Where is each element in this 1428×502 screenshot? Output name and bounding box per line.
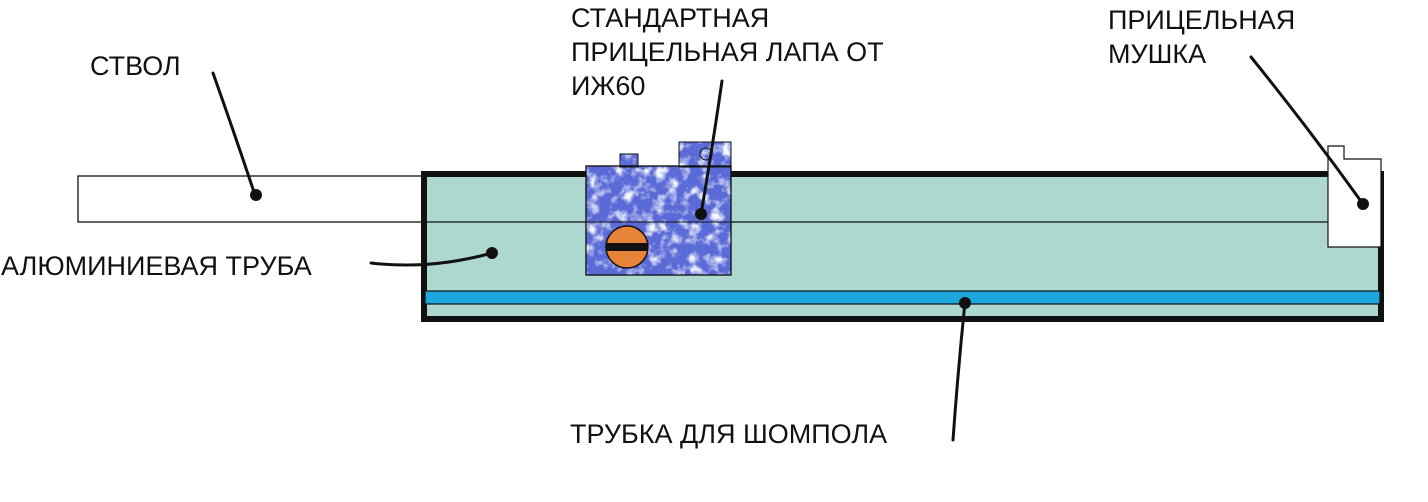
dot-aluminum-tube	[486, 247, 498, 259]
leader-dots	[250, 189, 1369, 309]
dot-barrel	[250, 189, 262, 201]
label-sight-mount-line1: СТАНДАРТНАЯ	[571, 3, 769, 33]
leader-aluminum-tube	[369, 251, 494, 267]
leader-barrel	[211, 71, 257, 197]
dot-sight-mount	[695, 208, 707, 220]
label-ramrod-tube: ТРУБКА ДЛЯ ШОМПОЛА	[570, 419, 887, 449]
label-sight-mount-line2: ПРИЦЕЛЬНАЯ ЛАПА ОТ	[571, 37, 884, 67]
leader-lines	[211, 55, 1365, 442]
label-front-sight-line1: ПРИЦЕЛЬНАЯ	[1108, 5, 1295, 35]
label-aluminum-tube: АЛЮМИНИЕВАЯ ТРУБА	[1, 251, 312, 281]
label-front-sight-line2: МУШКА	[1108, 39, 1206, 69]
dot-front-sight	[1357, 198, 1369, 210]
dot-ramrod-tube	[959, 297, 971, 309]
ramrod-tube	[424, 290, 1381, 305]
front-sight	[1327, 145, 1382, 248]
leader-front-sight	[1249, 55, 1365, 206]
mount-screw	[605, 225, 649, 269]
label-barrel: СТВОЛ	[90, 51, 181, 81]
label-sight-mount-line3: ИЖ60	[571, 71, 645, 101]
leader-sight-mount	[699, 79, 724, 216]
leader-ramrod-tube	[951, 300, 967, 442]
